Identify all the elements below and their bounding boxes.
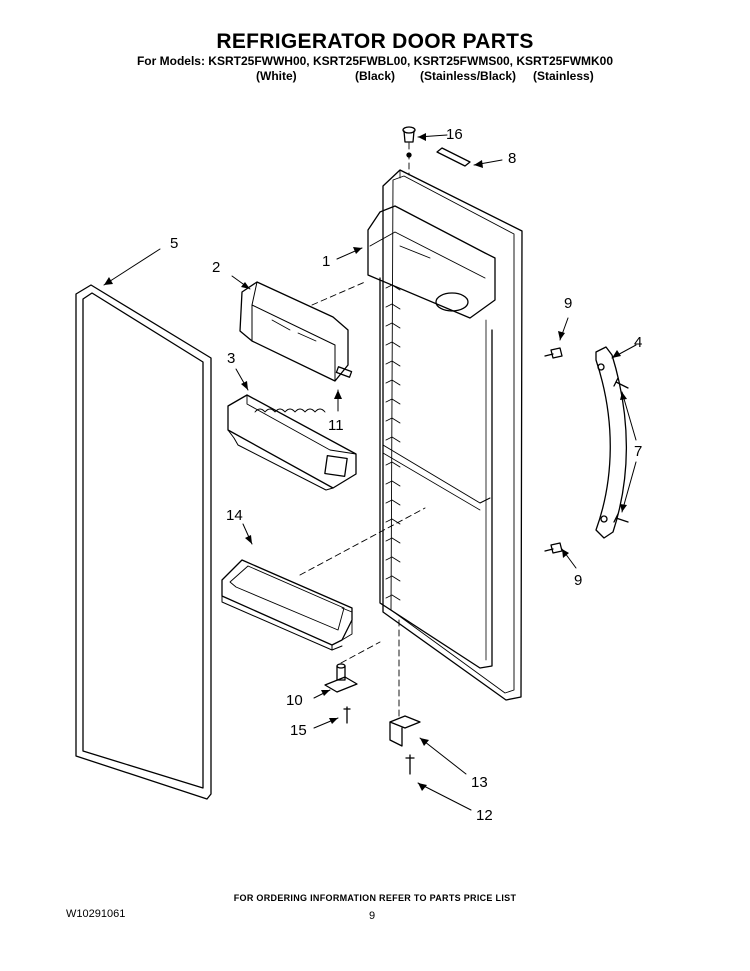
- color-white: (White): [256, 69, 297, 83]
- callout-8: 8: [508, 150, 516, 167]
- lower-hinge: [324, 663, 358, 693]
- models-line: For Models: KSRT25FWWH00, KSRT25FWBL00, …: [136, 54, 614, 68]
- page-number: 9: [369, 910, 376, 922]
- trim-strip: [436, 147, 471, 167]
- door-liner: [367, 169, 523, 701]
- hinge-screw: [343, 706, 351, 724]
- arrowheads: [104, 133, 627, 791]
- dispenser-cover: [239, 281, 353, 382]
- callout-13: 13: [471, 774, 488, 791]
- ordering-info: FOR ORDERING INFORMATION REFER TO PARTS …: [233, 893, 517, 903]
- egg-tray: [227, 394, 357, 491]
- callout-3: 3: [227, 350, 235, 367]
- callout-7: 7: [634, 443, 642, 460]
- color-stainless-black: (Stainless/Black): [420, 69, 517, 83]
- callout-11: 11: [328, 417, 344, 434]
- callout-15: 15: [290, 722, 307, 739]
- leader-lines: [103, 134, 637, 811]
- callout-16: 16: [446, 126, 463, 143]
- callout-9-bottom: 9: [574, 572, 582, 589]
- shelf-rails: [382, 284, 401, 606]
- callout-2: 2: [212, 259, 220, 276]
- handle-screws: [613, 377, 629, 523]
- door-gasket: [75, 284, 212, 800]
- page-title: REFRIGERATOR DOOR PARTS: [216, 30, 534, 53]
- color-stainless: (Stainless): [533, 69, 594, 83]
- callout-9-top: 9: [564, 295, 572, 312]
- door-bin: [221, 559, 353, 651]
- callout-5: 5: [170, 235, 178, 252]
- top-bushing: [402, 126, 416, 158]
- callout-1: 1: [322, 253, 330, 270]
- assembly-lines: [299, 142, 426, 719]
- callout-14: 14: [226, 507, 243, 524]
- callout-10: 10: [286, 692, 303, 709]
- bottom-hinge: [389, 715, 421, 747]
- bottom-screw: [405, 754, 415, 775]
- callout-12: 12: [476, 807, 493, 824]
- document-number: W10291061: [66, 908, 126, 920]
- callout-4: 4: [634, 334, 642, 351]
- color-black: (Black): [355, 69, 396, 83]
- screws: [544, 347, 563, 554]
